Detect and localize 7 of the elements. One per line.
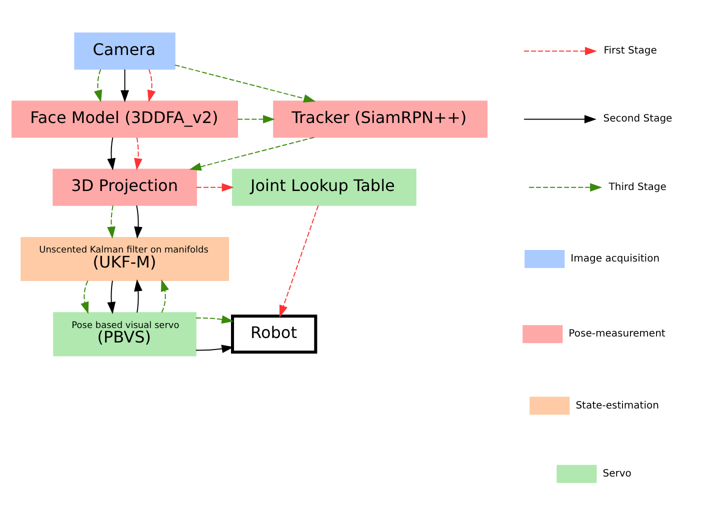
legend-label: Servo xyxy=(602,468,632,480)
legend-label: Second Stage xyxy=(603,114,672,125)
legend-label: State-estimation xyxy=(576,400,659,412)
legend-label: Pose-measurement xyxy=(568,328,666,340)
legend-label: First Stage xyxy=(604,46,657,57)
legend-label: Third Stage xyxy=(608,182,666,193)
legend-label: Image acquisition xyxy=(570,254,660,264)
